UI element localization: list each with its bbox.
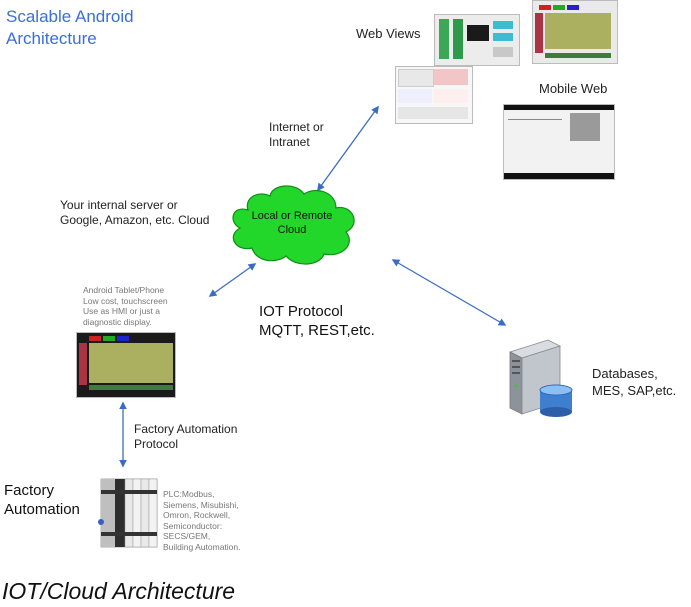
database-server-icon — [508, 339, 573, 417]
cloud-icon — [232, 185, 355, 265]
caption: IOT/Cloud Architecture — [2, 578, 236, 604]
plc-label: PLC:Modbus, Siemens, Misubishi, Omron, R… — [163, 489, 241, 552]
mobile-web-screenshot — [503, 104, 615, 180]
page-title: Scalable Android Architecture — [6, 7, 134, 48]
cloud-label: Local or Remote Cloud — [251, 210, 333, 236]
mobile-web-label: Mobile Web — [539, 81, 608, 96]
databases-label: Databases, MES, SAP,etc. — [592, 366, 677, 398]
iot-protocol-label: IOT Protocol MQTT, REST,etc. — [259, 303, 375, 339]
factory-protocol-label: Factory Automation Protocol — [134, 422, 238, 451]
arrow-cloud-web — [317, 105, 379, 192]
server-label: Your internal server or Google, Amazon, … — [60, 198, 210, 227]
android-label: Android Tablet/Phone Low cost, touchscre… — [83, 285, 168, 327]
web-views-label: Web Views — [356, 26, 421, 41]
web-view-screenshot-1 — [434, 14, 520, 66]
factory-automation-label: Factory Automation — [4, 482, 80, 518]
plc-rack-icon — [98, 478, 158, 548]
internet-label: Internet or Intranet — [269, 120, 324, 149]
android-tablet-screenshot — [76, 332, 176, 398]
web-view-screenshot-2 — [532, 0, 618, 64]
arrow-cloud-databases — [391, 259, 507, 326]
arrow-cloud-android — [208, 263, 257, 297]
web-view-screenshot-3 — [395, 66, 473, 124]
